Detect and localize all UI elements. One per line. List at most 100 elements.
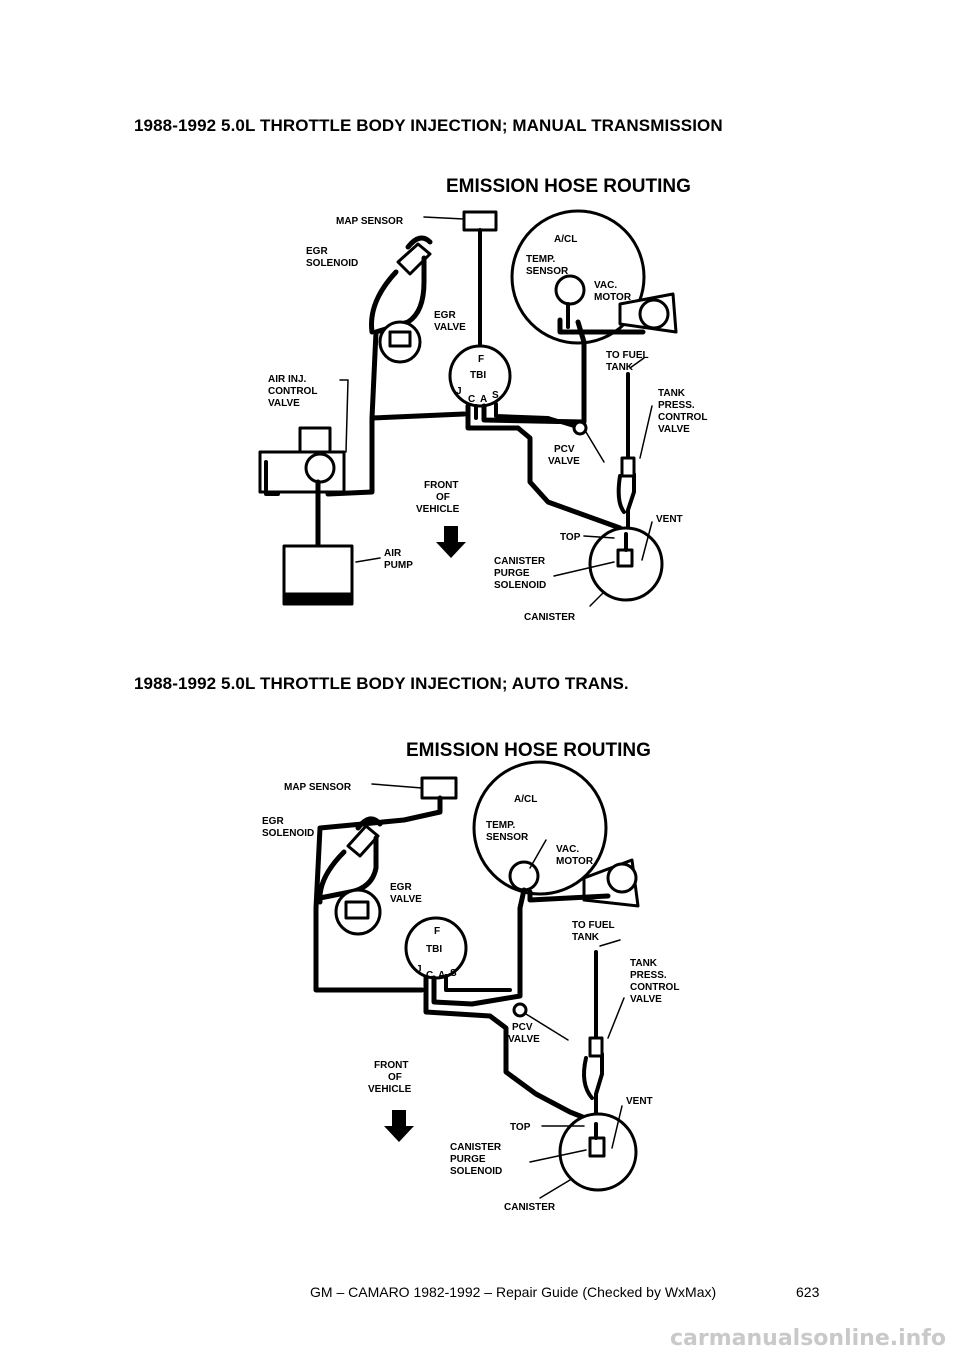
label-front-of-vehicle: FRONT <box>374 1060 408 1071</box>
label-canister: CANISTER <box>504 1202 556 1213</box>
label-vac-motor: VAC. <box>556 844 579 855</box>
svg-text:CONTROL: CONTROL <box>658 412 707 423</box>
heading-manual-transmission: 1988-1992 5.0L THROTTLE BODY INJECTION; … <box>134 116 723 135</box>
air-injection-valve-shape <box>304 452 336 484</box>
label-to-fuel-tank: TO FUEL <box>606 350 649 361</box>
svg-text:VALVE: VALVE <box>658 424 690 435</box>
tbi-air-injection-hose <box>369 411 467 421</box>
diagram-title: EMISSION HOSE ROUTING <box>446 176 691 197</box>
watermark: carmanualsonline.info <box>670 1326 946 1351</box>
vac-motor-hose <box>557 317 646 335</box>
svg-text:VEHICLE: VEHICLE <box>368 1084 412 1095</box>
label-port-f: F <box>434 926 440 937</box>
tbi-shape <box>448 344 512 408</box>
hose-routing-diagram-auto: EMISSION HOSE ROUTING MAP SENSOR EGR SOL… <box>262 740 679 1213</box>
label-top: TOP <box>560 532 581 543</box>
label-egr-valve: EGR <box>434 310 456 321</box>
egr-solenoid-hose <box>369 255 427 421</box>
label-port-s: S <box>492 390 499 401</box>
svg-text:CONTROL: CONTROL <box>630 982 679 993</box>
vac-motor-shape <box>606 862 638 894</box>
svg-text:MOTOR: MOTOR <box>556 856 594 867</box>
label-tank-press-control-valve: TANK <box>658 388 686 399</box>
label-tbi: TBI <box>470 370 486 381</box>
front-of-vehicle-arrow <box>384 1110 414 1142</box>
svg-text:VALVE: VALVE <box>434 322 466 333</box>
label-canister-purge-solenoid: CANISTER <box>450 1142 502 1153</box>
svg-text:CONTROL: CONTROL <box>268 386 317 397</box>
label-canister: CANISTER <box>524 612 576 623</box>
label-canister-purge-solenoid: CANISTER <box>494 556 546 567</box>
label-port-s: S <box>450 968 457 979</box>
label-port-a: A <box>438 970 445 981</box>
tank-press-control-valve-shape <box>588 1036 604 1058</box>
label-vac-motor: VAC. <box>594 280 617 291</box>
label-port-c: C <box>468 394 475 405</box>
tbi-canister-hose <box>423 975 593 1123</box>
label-port-j: J <box>416 964 422 975</box>
label-port-f: F <box>478 354 484 365</box>
label-top: TOP <box>510 1122 531 1133</box>
egr-solenoid-shape <box>396 242 432 276</box>
label-pcv-valve: PCV <box>554 444 575 455</box>
svg-text:VEHICLE: VEHICLE <box>416 504 460 515</box>
map-sensor-leader <box>423 216 465 220</box>
pcv-valve-shape <box>572 420 588 436</box>
svg-text:VALVE: VALVE <box>548 456 580 467</box>
label-to-fuel-tank: TO FUEL <box>572 920 615 931</box>
label-pcv-valve: PCV <box>512 1022 533 1033</box>
label-egr-solenoid: EGR <box>262 816 284 827</box>
tank-press-control-valve-shape <box>620 456 636 478</box>
svg-text:OF: OF <box>388 1072 402 1083</box>
svg-text:TANK: TANK <box>606 362 634 373</box>
svg-text:TANK: TANK <box>572 932 600 943</box>
svg-text:VALVE: VALVE <box>268 398 300 409</box>
diagram-title: EMISSION HOSE ROUTING <box>406 740 651 761</box>
map-sensor-shape <box>420 776 458 800</box>
svg-text:SOLENOID: SOLENOID <box>262 828 314 839</box>
svg-text:SENSOR: SENSOR <box>526 266 569 277</box>
diagram-auto-transmission: EMISSION HOSE ROUTING MAP SENSOR EGR SOL… <box>240 728 715 1220</box>
svg-text:PRESS.: PRESS. <box>630 970 667 981</box>
svg-text:PUMP: PUMP <box>384 560 413 571</box>
hose-routing-diagram-manual: EMISSION HOSE ROUTING MAP SENSOR EGR SOL… <box>258 176 707 623</box>
label-egr-valve: EGR <box>390 882 412 893</box>
air-cleaner-shape <box>472 760 608 896</box>
temp-sensor-shape <box>508 860 540 892</box>
map-sensor-hose <box>313 795 443 911</box>
label-vent: VENT <box>656 514 683 525</box>
front-of-vehicle-arrow <box>436 526 466 558</box>
pcv-valve-shape <box>512 1002 528 1018</box>
map-sensor-shape <box>462 210 498 232</box>
label-port-j: J <box>456 386 462 397</box>
label-tbi: TBI <box>426 944 442 955</box>
svg-text:PURGE: PURGE <box>450 1154 486 1165</box>
label-air-cleaner: A/CL <box>554 234 577 245</box>
label-tank-press-control-valve: TANK <box>630 958 658 969</box>
label-map-sensor: MAP SENSOR <box>284 782 352 793</box>
label-map-sensor: MAP SENSOR <box>336 216 404 227</box>
svg-text:PURGE: PURGE <box>494 568 530 579</box>
egr-solenoid-shape <box>346 824 380 858</box>
page-number: 623 <box>796 1284 820 1300</box>
label-air-cleaner: A/CL <box>514 794 537 805</box>
svg-text:OF: OF <box>436 492 450 503</box>
svg-text:VALVE: VALVE <box>390 894 422 905</box>
label-air-injection-valve: AIR INJ. <box>268 374 307 385</box>
label-egr-solenoid: EGR <box>306 246 328 257</box>
svg-text:SOLENOID: SOLENOID <box>306 258 358 269</box>
svg-text:VALVE: VALVE <box>508 1034 540 1045</box>
tbi-canister-hose <box>465 403 623 531</box>
label-air-pump: AIR <box>384 548 402 559</box>
svg-text:MOTOR: MOTOR <box>594 292 632 303</box>
tbi-air-cleaner-hose <box>431 887 527 1007</box>
label-port-c: C <box>426 970 433 981</box>
heading-auto-transmission: 1988-1992 5.0L THROTTLE BODY INJECTION; … <box>134 674 629 693</box>
label-vent: VENT <box>626 1096 653 1107</box>
label-temp-sensor: TEMP. <box>486 820 515 831</box>
vac-motor-hose <box>527 889 611 903</box>
label-front-of-vehicle: FRONT <box>424 480 458 491</box>
label-port-a: A <box>480 394 487 405</box>
temp-sensor-shape <box>554 274 586 306</box>
air-pump-shape <box>282 544 354 600</box>
